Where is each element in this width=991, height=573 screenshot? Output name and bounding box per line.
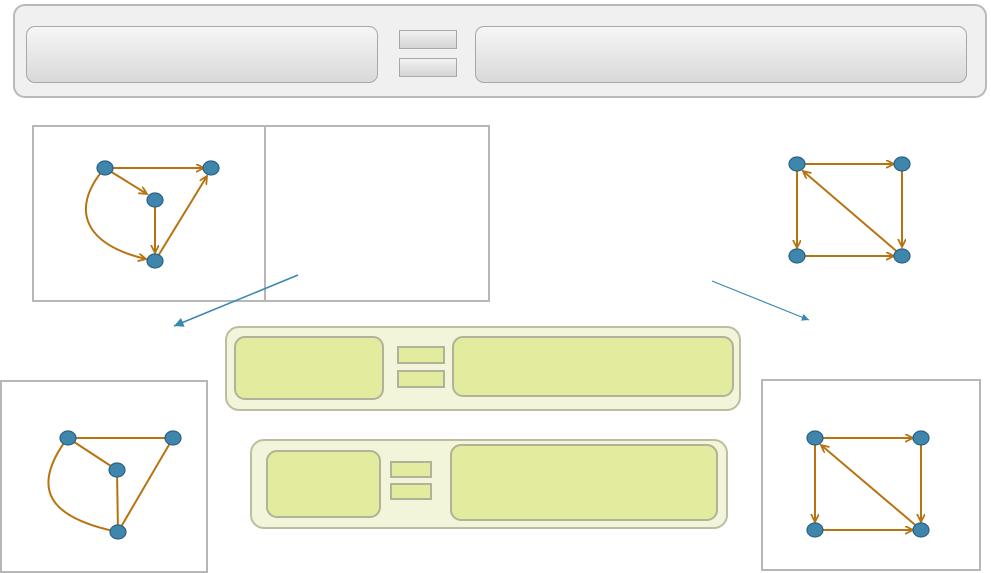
node-p [788, 156, 806, 172]
top-equals-upper-bar [399, 30, 457, 49]
node-d [146, 253, 164, 269]
node-b [202, 160, 220, 176]
edge-a-d-curve [85, 169, 146, 259]
u-edge-b-d [117, 437, 174, 533]
u-node-a [59, 430, 77, 446]
formula-bar-upper-equals-top [397, 346, 445, 364]
formula-bar-lower-equals-top [390, 461, 432, 478]
graph-frame-top-left [32, 125, 266, 302]
u-node-c [108, 462, 126, 478]
formula-bar-upper-equals-bottom [397, 370, 445, 388]
top-left-panel [26, 26, 378, 83]
c-node-q [912, 430, 930, 446]
formula-bar-lower-right-cell [450, 444, 718, 521]
c-node-r [806, 522, 824, 538]
arrow-to-bottom-left [173, 274, 299, 327]
formula-bar-upper-right-cell [452, 336, 734, 397]
edge-s-p [803, 171, 902, 256]
cycle-edges [797, 164, 902, 256]
u-edge-c-d [116, 469, 119, 533]
c-edge-s-p [821, 445, 921, 530]
graph-frame-bottom-left [0, 380, 208, 573]
u-edge-a-c [67, 437, 118, 471]
cycle-nodes [788, 156, 911, 264]
node-c [146, 192, 164, 208]
u-node-b [164, 430, 182, 446]
cycle-copy-edges [815, 438, 921, 530]
empty-frame-top-middle [264, 125, 490, 302]
undirected-edges [47, 437, 174, 533]
top-equals-lower-bar [399, 58, 457, 77]
formula-bar-upper-left-cell [234, 336, 384, 400]
node-s [893, 248, 911, 264]
node-a [96, 160, 114, 176]
arrow-to-bottom-right [711, 280, 810, 321]
dag-edges [85, 168, 207, 262]
u-edge-a-d-curve [47, 439, 119, 533]
node-q [893, 156, 911, 172]
formula-bar-lower-left-cell [266, 450, 381, 518]
undirected-nodes [59, 430, 182, 540]
graph-frame-bottom-right [761, 379, 981, 571]
top-right-panel [475, 26, 967, 83]
node-r [788, 248, 806, 264]
formula-bar-lower-equals-bottom [390, 483, 432, 500]
edge-d-b [154, 176, 207, 262]
dag-nodes [96, 160, 220, 269]
u-node-d [109, 524, 127, 540]
c-node-p [806, 430, 824, 446]
c-node-s [912, 522, 930, 538]
cycle-copy-nodes [806, 430, 930, 538]
